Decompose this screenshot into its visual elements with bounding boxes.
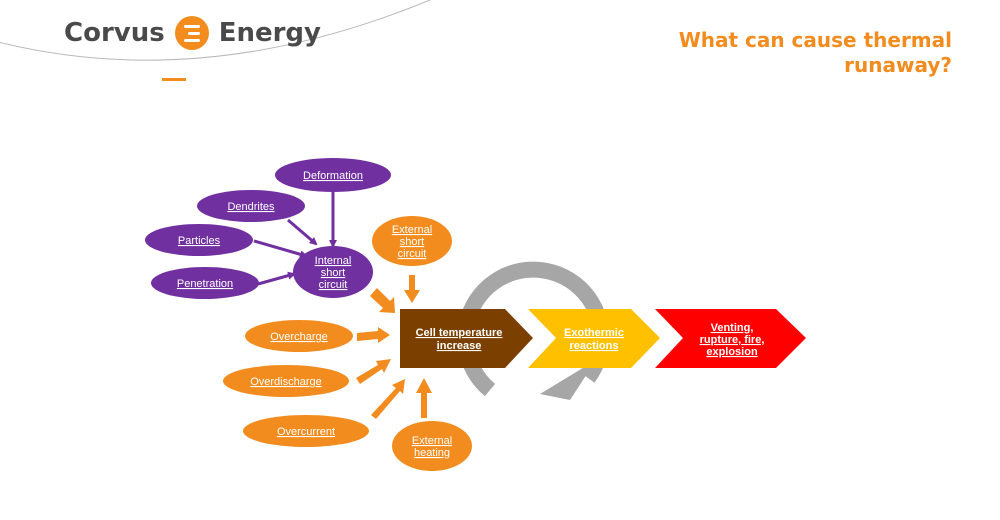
label-exothermic-2: reactions [570, 340, 619, 352]
page-title: What can cause thermal runaway? [678, 28, 952, 77]
arrow-particles [253, 239, 308, 259]
node-external-short-circuit: External short circuit [372, 216, 452, 266]
label-deformation: Deformation [303, 170, 363, 182]
label-external-short-1: External [392, 224, 432, 236]
label-dendrites: Dendrites [227, 201, 275, 213]
step-exothermic-reactions: Exothermic reactions [528, 309, 660, 368]
arrow-external-heating [416, 378, 432, 418]
step-cell-temperature-increase: Cell temperature increase [400, 309, 533, 368]
label-external-short-2: short [400, 236, 424, 248]
node-overcurrent: Overcurrent [243, 415, 369, 447]
node-internal-short-circuit: Internal short circuit [293, 246, 373, 298]
node-external-heating: External heating [392, 421, 472, 471]
logo-mark-icon [174, 16, 209, 50]
node-particles: Particles [145, 224, 253, 256]
label-external-short-3: circuit [398, 248, 427, 260]
logo-text-right: Energy [218, 18, 321, 48]
node-overcharge: Overcharge [245, 320, 353, 352]
label-overdischarge: Overdischarge [250, 376, 322, 388]
label-venting-1: Venting, [711, 322, 754, 334]
arrow-overcurrent [371, 379, 405, 419]
label-exothermic-1: Exothermic [564, 327, 624, 339]
label-venting-2: rupture, fire, [700, 334, 765, 346]
node-penetration: Penetration [151, 267, 259, 299]
label-internal-3: circuit [319, 279, 348, 291]
arrow-internal-short [370, 288, 395, 313]
label-particles: Particles [178, 235, 221, 247]
label-venting-3: explosion [706, 346, 758, 358]
arrow-overcharge [357, 327, 390, 343]
arrow-dendrites [287, 218, 318, 246]
label-overcurrent: Overcurrent [277, 426, 335, 438]
logo-text-left: Corvus [64, 18, 165, 48]
arrow-external-short [404, 275, 420, 303]
node-deformation: Deformation [275, 158, 391, 192]
logo-accent-dash [162, 78, 186, 81]
label-cell-temp-1: Cell temperature [416, 327, 503, 339]
node-dendrites: Dendrites [197, 190, 305, 222]
purple-arrows [253, 192, 337, 286]
label-internal-1: Internal [315, 255, 352, 267]
orange-arrows [356, 275, 432, 419]
label-external-heating-2: heating [414, 447, 450, 459]
label-cell-temp-2: increase [437, 340, 482, 352]
label-external-heating-1: External [412, 435, 452, 447]
company-logo: Corvus Energy [64, 16, 321, 50]
label-penetration: Penetration [177, 278, 233, 290]
step-venting-rupture-fire-explosion: Venting, rupture, fire, explosion [655, 309, 806, 368]
arrow-overdischarge [356, 359, 391, 384]
arrow-penetration [257, 271, 296, 286]
label-overcharge: Overcharge [270, 331, 327, 343]
node-overdischarge: Overdischarge [223, 365, 349, 397]
label-internal-2: short [321, 267, 345, 279]
